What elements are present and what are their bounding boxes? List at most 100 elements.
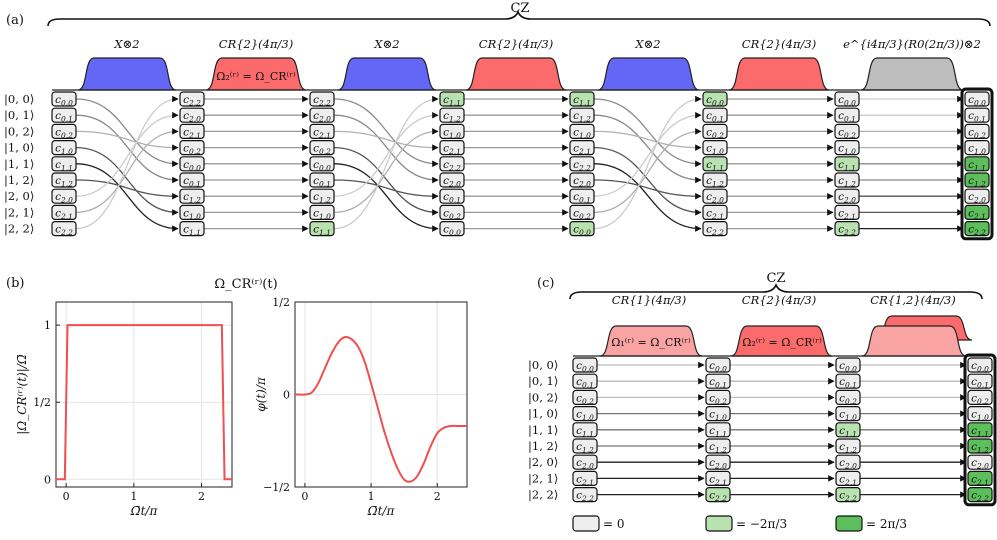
cell-label: c1,1 bbox=[706, 159, 724, 173]
legend-swatch bbox=[705, 515, 733, 532]
cell-box bbox=[967, 438, 993, 454]
state-coefficient-cell: c0,0 bbox=[834, 91, 860, 108]
state-coefficient-cell: c2,2 bbox=[179, 91, 205, 108]
state-coefficient-cell: c0,2 bbox=[964, 123, 990, 140]
cell-box bbox=[572, 389, 598, 405]
cell-label: c2,2 bbox=[55, 224, 73, 238]
cell-box bbox=[439, 107, 465, 123]
state-coefficient-cell: c1,1 bbox=[835, 422, 861, 439]
state-label: |2, 0⟩ bbox=[528, 455, 558, 470]
cell-label: c2,2 bbox=[839, 490, 857, 504]
state-label: |0, 0⟩ bbox=[4, 92, 34, 107]
state-label: |2, 2⟩ bbox=[4, 222, 34, 237]
cell-label: c0,0 bbox=[443, 224, 461, 238]
state-transfer-arrow bbox=[593, 179, 702, 200]
state-transfer-arrow bbox=[333, 146, 439, 216]
cell-box bbox=[834, 172, 860, 188]
state-label: |0, 1⟩ bbox=[4, 108, 34, 123]
state-coefficient-cell: c2,1 bbox=[572, 470, 598, 487]
cell-box bbox=[439, 172, 465, 188]
state-coefficient-cell: c1,0 bbox=[702, 140, 728, 157]
state-coefficient-cell: c2,0 bbox=[834, 188, 860, 205]
cell-label: c0,2 bbox=[55, 126, 73, 140]
y-tick-label: 0 bbox=[283, 389, 290, 402]
rotation-pulse bbox=[860, 57, 964, 91]
state-transfer-arrow bbox=[333, 95, 439, 230]
cell-label: c1,2 bbox=[313, 191, 331, 205]
state-coefficient-cell: c2,1 bbox=[51, 204, 77, 221]
legend-label: = −2π/3 bbox=[736, 517, 787, 531]
cell-box bbox=[705, 406, 731, 422]
cell-box bbox=[51, 107, 77, 123]
operator-label: CR{2}(4π/3) bbox=[742, 37, 816, 51]
state-coefficient-cell: c2,1 bbox=[835, 470, 861, 487]
state-coefficient-cell: c0,2 bbox=[439, 204, 465, 221]
state-coefficient-cell: c0,0 bbox=[51, 91, 77, 108]
cell-label: c0,1 bbox=[576, 376, 594, 390]
cell-box bbox=[439, 221, 465, 237]
operator-label: CR{2}(4π/3) bbox=[742, 293, 816, 307]
y-tick-label: 1/2 bbox=[33, 396, 51, 409]
cell-label: c0,2 bbox=[313, 143, 331, 157]
cr2-pulse bbox=[730, 325, 833, 357]
cell-label: c1,0 bbox=[183, 207, 201, 221]
cell-box bbox=[967, 487, 993, 503]
cell-label: c2,0 bbox=[576, 457, 594, 471]
cell-label: c2,0 bbox=[706, 191, 724, 205]
x2-pulse bbox=[597, 57, 700, 91]
legend-label: = 0 bbox=[603, 517, 625, 531]
state-transfer-arrow bbox=[593, 111, 702, 197]
cell-box bbox=[834, 107, 860, 123]
state-coefficient-cell: c0,0 bbox=[967, 357, 993, 374]
cell-label: c1,0 bbox=[709, 409, 727, 423]
cell-box bbox=[964, 140, 990, 156]
y-axis-label: φ(t)/π bbox=[254, 376, 268, 412]
cell-box bbox=[179, 91, 205, 107]
state-coefficient-cell: c0,2 bbox=[834, 123, 860, 140]
cell-box bbox=[702, 91, 728, 107]
operator-label: X⊗2 bbox=[113, 37, 139, 51]
state-coefficient-cell: c1,2 bbox=[309, 188, 335, 205]
cell-label: c2,2 bbox=[838, 224, 856, 238]
cell-box bbox=[569, 204, 595, 220]
cell-label: c2,2 bbox=[968, 224, 986, 238]
state-coefficient-cell: c1,1 bbox=[179, 221, 205, 237]
state-coefficient-cell: c0,0 bbox=[835, 357, 861, 374]
state-coefficient-cell: c0,1 bbox=[835, 373, 861, 390]
state-label: |0, 0⟩ bbox=[528, 358, 558, 373]
state-coefficient-cell: c1,1 bbox=[569, 91, 595, 108]
cell-label: c1,1 bbox=[443, 94, 461, 108]
cell-box bbox=[835, 487, 861, 503]
cell-label: c2,0 bbox=[573, 175, 591, 189]
cell-box bbox=[179, 172, 205, 188]
cell-label: c1,0 bbox=[55, 143, 73, 157]
cell-label: c2,0 bbox=[313, 110, 331, 124]
cell-label: c1,0 bbox=[573, 126, 591, 140]
cell-label: c0,2 bbox=[576, 392, 594, 406]
cell-box bbox=[179, 140, 205, 156]
cell-box bbox=[964, 172, 990, 188]
cell-label: c0,0 bbox=[55, 94, 73, 108]
state-coefficient-cell: c1,2 bbox=[439, 107, 465, 124]
cell-box bbox=[967, 470, 993, 486]
cell-box bbox=[967, 406, 993, 422]
state-coefficient-cell: c2,1 bbox=[702, 204, 728, 221]
state-coefficient-cell: c1,2 bbox=[702, 172, 728, 189]
cell-box bbox=[179, 123, 205, 140]
state-coefficient-cell: c1,0 bbox=[835, 406, 861, 422]
cell-label: c2,1 bbox=[706, 207, 724, 221]
state-coefficient-cell: c2,2 bbox=[572, 487, 598, 503]
state-coefficient-cell: c2,1 bbox=[179, 123, 205, 140]
cell-label: c1,2 bbox=[971, 441, 989, 455]
state-transfer-arrow bbox=[333, 114, 439, 184]
cell-box bbox=[964, 188, 990, 204]
cell-label: c1,1 bbox=[839, 425, 857, 439]
cell-label: c1,0 bbox=[706, 143, 724, 157]
cell-box bbox=[702, 107, 728, 123]
cell-box bbox=[51, 140, 77, 156]
state-coefficient-cell: c0,2 bbox=[179, 140, 205, 156]
state-label: |1, 0⟩ bbox=[528, 407, 558, 422]
state-coefficient-cell: c2,1 bbox=[569, 140, 595, 156]
state-label: |1, 0⟩ bbox=[4, 141, 34, 156]
cell-label: c0,1 bbox=[573, 191, 591, 205]
